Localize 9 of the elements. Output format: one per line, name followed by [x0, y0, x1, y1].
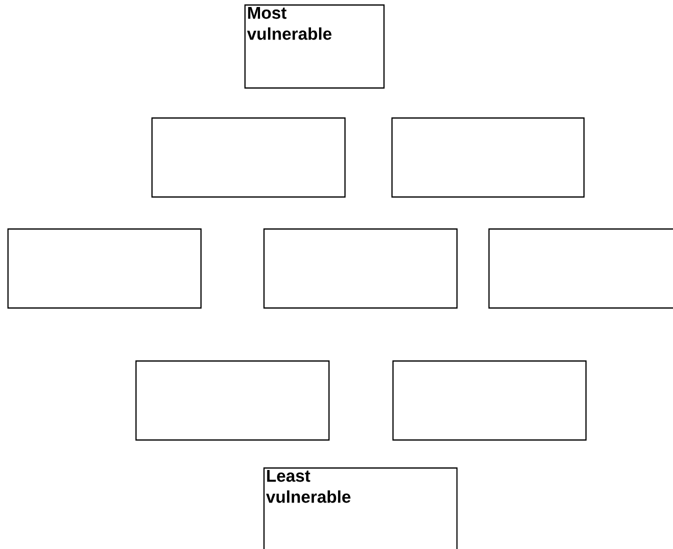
empty-box [263, 228, 458, 309]
empty-box [488, 228, 673, 309]
empty-box [151, 117, 346, 198]
text-box: Most vulnerable [244, 4, 385, 89]
text-box: Least vulnerable [263, 467, 458, 549]
empty-box [7, 228, 202, 309]
empty-box [135, 360, 330, 441]
empty-box [391, 117, 585, 198]
empty-box [392, 360, 587, 441]
